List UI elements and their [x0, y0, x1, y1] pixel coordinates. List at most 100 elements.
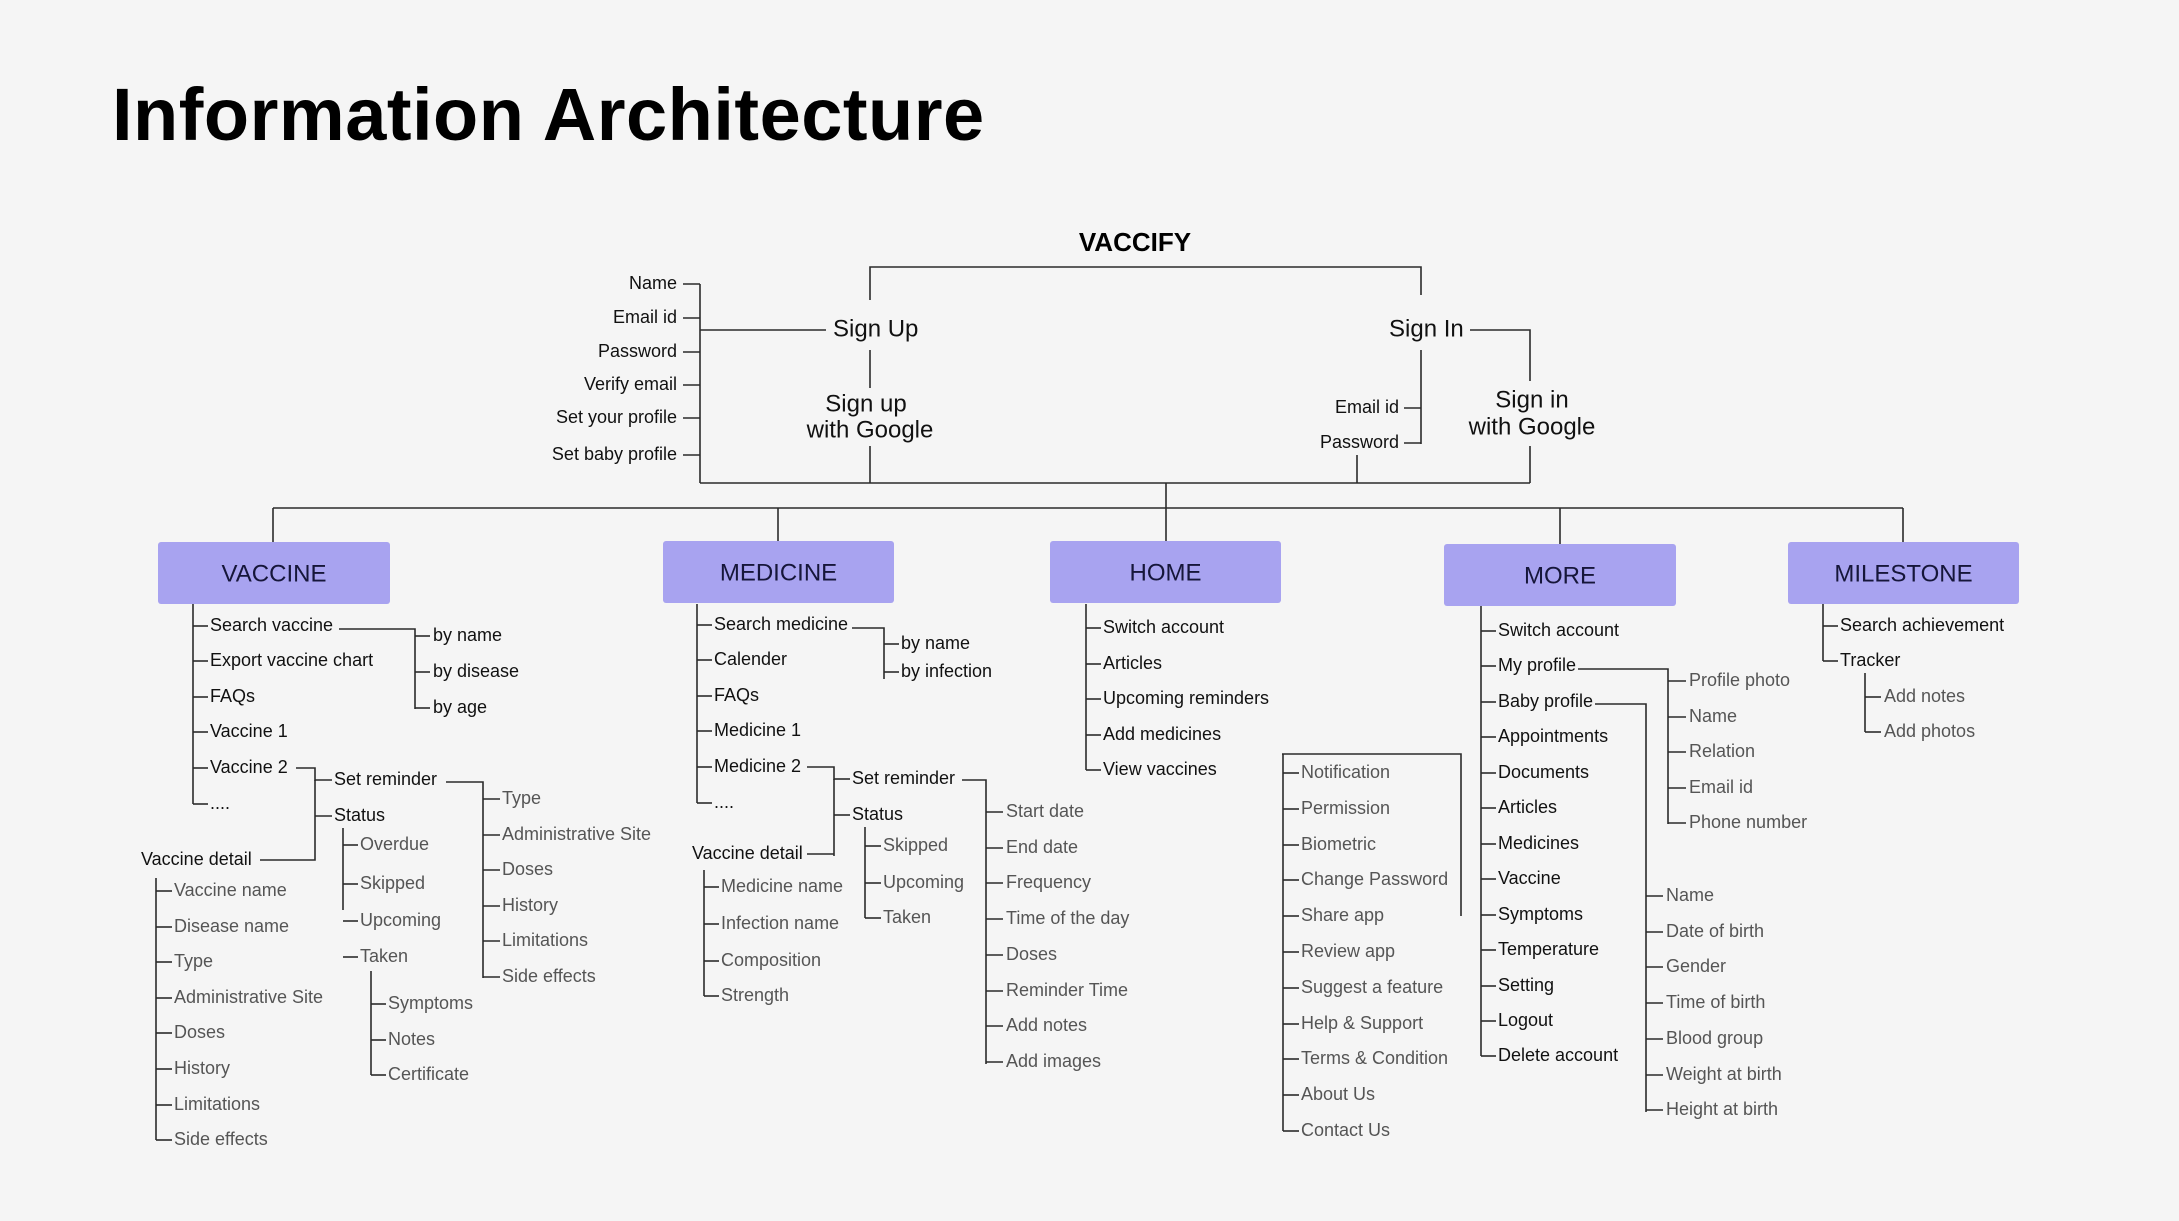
medicine-set-reminder-time-of-the-day: Time of the day — [1006, 908, 1129, 928]
sign-up-field-password: Password — [598, 341, 677, 361]
medicine-status-upcoming: Upcoming — [883, 872, 964, 892]
medicine-status-skipped: Skipped — [883, 835, 948, 855]
vaccine-detail-disease-name: Disease name — [174, 916, 289, 936]
medicine-status-taken: Taken — [883, 907, 931, 927]
vaccine-item-faqs: FAQs — [210, 686, 255, 706]
category-box-milestone[interactable] — [1788, 542, 2019, 604]
medicine-detail-medicine-name: Medicine name — [721, 876, 843, 896]
more-item-appointments: Appointments — [1498, 726, 1608, 746]
vaccine-set-reminder-limitations: Limitations — [502, 930, 588, 950]
vaccine-item-export-vaccine-chart: Export vaccine chart — [210, 650, 373, 670]
milestone-tracker-add-photos: Add photos — [1884, 721, 1975, 741]
vaccine-detail-type: Type — [174, 951, 213, 971]
more-my-profile-relation: Relation — [1689, 741, 1755, 761]
vaccine-search-by-disease: by disease — [433, 661, 519, 681]
vaccine-set-reminder-administrative-site: Administrative Site — [502, 824, 651, 844]
category-box-vaccine[interactable] — [158, 542, 390, 604]
medicine-item-medicine-2: Medicine 2 — [714, 756, 801, 776]
sign-in-to-google — [1470, 329, 1531, 381]
vaccine-status-upcoming: Upcoming — [360, 910, 441, 930]
medicine-item-medicine-1: Medicine 1 — [714, 720, 801, 740]
vaccine-item-vaccine-1: Vaccine 1 — [210, 721, 288, 741]
vaccine-item-ellipsis: .... — [210, 793, 230, 813]
vaccine-detail-side-effects: Side effects — [174, 1129, 268, 1149]
more-setting-share-app: Share app — [1301, 905, 1384, 925]
more-item-logout: Logout — [1498, 1010, 1553, 1030]
more-setting-notification: Notification — [1301, 762, 1390, 782]
more-baby-profile-blood-group: Blood group — [1666, 1028, 1763, 1048]
medicine-item-calender: Calender — [714, 649, 787, 669]
medicine-search-trunk — [852, 627, 885, 679]
more-my-profile-trunk — [1578, 668, 1669, 824]
medicine-detail-infection-name: Infection name — [721, 913, 839, 933]
more-item-switch-account: Switch account — [1498, 620, 1619, 640]
vaccine-taken-notes: Notes — [388, 1029, 435, 1049]
sign-up-field-set-your-profile: Set your profile — [556, 407, 677, 427]
home-item-articles: Articles — [1103, 653, 1162, 673]
category-box-home[interactable] — [1050, 541, 1281, 603]
home-item-upcoming-reminders: Upcoming reminders — [1103, 688, 1269, 708]
medicine-item-ellipsis: .... — [714, 792, 734, 812]
more-setting-permission: Permission — [1301, 798, 1390, 818]
sign-in-field-email-id: Email id — [1335, 397, 1399, 417]
root-auth-connector — [869, 266, 1422, 300]
more-item-baby-profile: Baby profile — [1498, 691, 1593, 711]
more-item-temperature: Temperature — [1498, 939, 1599, 959]
vaccine-set-reminder-side-effects: Side effects — [502, 966, 596, 986]
more-my-profile-phone-number: Phone number — [1689, 812, 1807, 832]
vaccine-detail-vaccine-name: Vaccine name — [174, 880, 287, 900]
vaccine-set-reminder-doses: Doses — [502, 859, 553, 879]
home-item-add-medicines: Add medicines — [1103, 724, 1221, 744]
category-box-more[interactable] — [1444, 544, 1676, 606]
home-item-switch-account: Switch account — [1103, 617, 1224, 637]
more-baby-profile-name: Name — [1666, 885, 1714, 905]
vaccine2-connector — [296, 767, 316, 781]
vaccine-set-reminder-trunk — [446, 781, 484, 978]
medicine-detail-strength: Strength — [721, 985, 789, 1005]
category-medicine: MEDICINE — [720, 559, 837, 586]
more-setting-about-us: About Us — [1301, 1084, 1375, 1104]
medicine-item-faqs: FAQs — [714, 685, 759, 705]
more-item-setting: Setting — [1498, 975, 1554, 995]
vaccine-detail-connector — [260, 858, 316, 861]
more-setting-connector — [1282, 753, 1462, 916]
sign-in-google-line2: with Google — [1468, 413, 1596, 440]
vaccine-status-overdue: Overdue — [360, 834, 429, 854]
more-my-profile-profile-photo: Profile photo — [1689, 670, 1790, 690]
sign-up-node: Sign Up — [833, 315, 918, 342]
category-box-medicine[interactable] — [663, 541, 894, 603]
vaccine-detail-limitations: Limitations — [174, 1094, 260, 1114]
milestone-item-search-achievement: Search achievement — [1840, 615, 2004, 635]
more-baby-profile-height-at-birth: Height at birth — [1666, 1099, 1778, 1119]
vaccine-detail-doses: Doses — [174, 1022, 225, 1042]
more-setting-review-app: Review app — [1301, 941, 1395, 961]
medicine2-set-reminder: Set reminder — [852, 768, 955, 788]
medicine-search-by-name: by name — [901, 633, 970, 653]
vaccine-search-trunk — [339, 628, 416, 709]
more-item-articles: Articles — [1498, 797, 1557, 817]
sign-up-google-line1: Sign up — [825, 390, 906, 417]
vaccine-detail-administrative-site: Administrative Site — [174, 987, 323, 1007]
sign-in-node: Sign In — [1389, 315, 1464, 342]
more-setting-change-password: Change Password — [1301, 869, 1448, 889]
more-baby-profile-date-of-birth: Date of birth — [1666, 921, 1764, 941]
category-more: MORE — [1524, 562, 1596, 589]
more-item-delete-account: Delete account — [1498, 1045, 1618, 1065]
medicine-set-reminder-start-date: Start date — [1006, 801, 1084, 821]
vaccine-set-reminder-type: Type — [502, 788, 541, 808]
medicine-detail-node: Vaccine detail — [692, 843, 803, 863]
sign-up-field-email-id: Email id — [613, 307, 677, 327]
more-item-my-profile: My profile — [1498, 655, 1576, 675]
vaccine-detail-history: History — [174, 1058, 230, 1078]
medicine-set-reminder-trunk — [962, 779, 987, 1064]
sign-up-field-set-baby-profile: Set baby profile — [552, 444, 677, 464]
category-vaccine: VACCINE — [222, 560, 327, 587]
more-my-profile-name: Name — [1689, 706, 1737, 726]
medicine2-status: Status — [852, 804, 903, 824]
category-milestone: MILESTONE — [1834, 560, 1972, 587]
more-item-documents: Documents — [1498, 762, 1589, 782]
more-setting-biometric: Biometric — [1301, 834, 1376, 854]
root-vaccify: VACCIFY — [1079, 227, 1191, 257]
medicine-detail-composition: Composition — [721, 950, 821, 970]
